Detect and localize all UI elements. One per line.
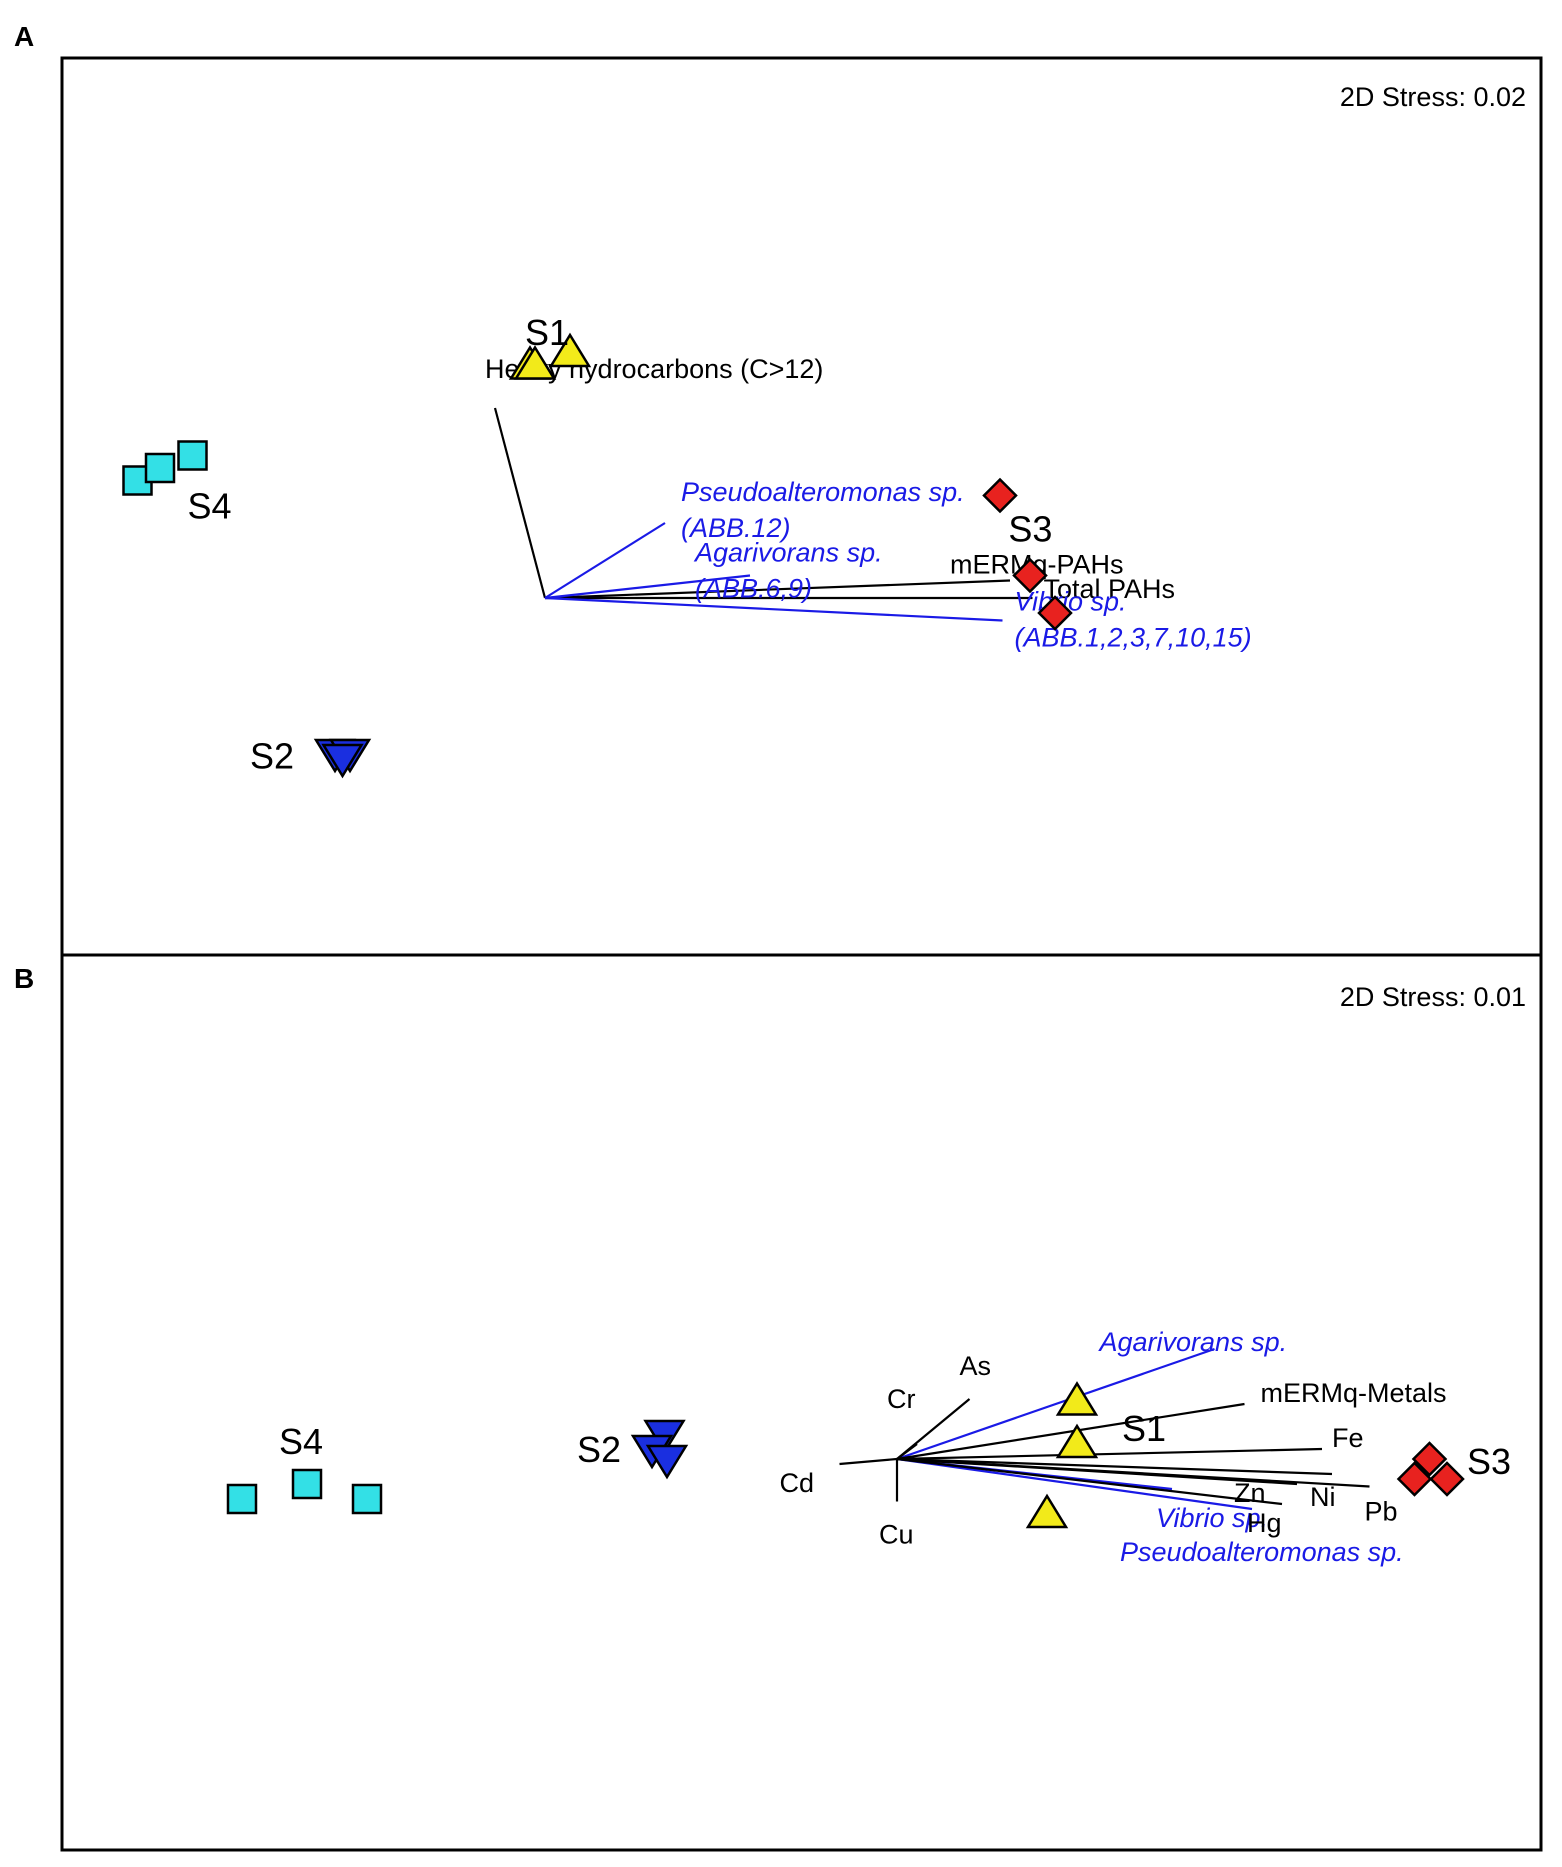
marker-triangle-up bbox=[1055, 1381, 1099, 1416]
vector-line bbox=[896, 1457, 1283, 1506]
vector-line bbox=[896, 1402, 1245, 1461]
vector-label: mERMq-Metals bbox=[1261, 1378, 1447, 1408]
vector-line bbox=[544, 522, 666, 599]
marker-triangle-up bbox=[1025, 1493, 1069, 1529]
vector-label: Pb bbox=[1365, 1497, 1398, 1527]
vector-label: Agarivorans sp. bbox=[1098, 1327, 1288, 1357]
vector-line bbox=[896, 1443, 918, 1460]
marker-diamond bbox=[1396, 1461, 1433, 1497]
vector-line bbox=[493, 407, 547, 599]
vector-label: As bbox=[960, 1351, 992, 1381]
vector-line bbox=[544, 574, 751, 600]
marker-triangle-up bbox=[548, 332, 592, 368]
vector-label-line2: (ABB.12) bbox=[681, 513, 791, 543]
vector-line bbox=[896, 1457, 1298, 1486]
marker-square bbox=[291, 1468, 323, 1500]
marker-square bbox=[144, 452, 176, 484]
marker-triangle-down bbox=[645, 1444, 689, 1480]
vector-label: Total PAHs bbox=[1044, 574, 1176, 604]
marker-triangle-up bbox=[1055, 1423, 1099, 1459]
marker-diamond bbox=[1429, 1461, 1465, 1497]
vector-label: Pseudoalteromonas sp. bbox=[681, 477, 965, 507]
marker-diamond bbox=[1012, 557, 1048, 594]
vector-line bbox=[896, 1457, 1333, 1476]
marker-square bbox=[351, 1483, 383, 1515]
vector-label-line2: (ABB.1,2,3,7,10,15) bbox=[1015, 623, 1252, 653]
vector-line bbox=[896, 1447, 1323, 1461]
vector-label: Cd bbox=[780, 1468, 815, 1498]
group-label: S1 bbox=[525, 312, 569, 353]
group-label: S3 bbox=[1467, 1441, 1511, 1482]
marker-diamond bbox=[1037, 595, 1073, 631]
vector-line bbox=[544, 579, 1011, 600]
marker-square bbox=[177, 440, 208, 471]
vector-label: Fe bbox=[1332, 1423, 1364, 1453]
panel-letter: A bbox=[14, 21, 34, 52]
group-label: S1 bbox=[1122, 1408, 1166, 1449]
vector-line bbox=[839, 1457, 898, 1466]
vector-label: Cu bbox=[879, 1520, 914, 1550]
vector-label: Zn bbox=[1234, 1478, 1266, 1508]
vector-label: Cr bbox=[887, 1384, 916, 1414]
stress-label: 2D Stress: 0.01 bbox=[1340, 982, 1526, 1012]
group-label: S2 bbox=[250, 736, 294, 777]
vector-label: Pseudoalteromonas sp. bbox=[1120, 1537, 1404, 1567]
marker-triangle-up bbox=[513, 345, 557, 380]
marker-triangle-down bbox=[321, 743, 364, 779]
marker-diamond bbox=[1411, 1441, 1448, 1477]
vector-label-line2: (ABB.6,9) bbox=[695, 574, 812, 604]
marker-square bbox=[226, 1483, 258, 1515]
vector-line bbox=[896, 1457, 1253, 1511]
group-label: S4 bbox=[279, 1421, 323, 1462]
vector-line bbox=[544, 596, 1003, 622]
panel-frame bbox=[60, 953, 1543, 1852]
vector-line bbox=[896, 1347, 1215, 1461]
group-label: S4 bbox=[188, 486, 232, 527]
group-label: S3 bbox=[1008, 508, 1052, 549]
panel-letter: B bbox=[14, 963, 34, 994]
stress-label: 2D Stress: 0.02 bbox=[1340, 82, 1526, 112]
vector-label: Ni bbox=[1310, 1482, 1336, 1512]
vector-label: Hg bbox=[1247, 1508, 1282, 1538]
vector-label: Agarivorans sp. bbox=[693, 538, 883, 568]
marker-diamond bbox=[982, 477, 1018, 514]
group-label: S2 bbox=[577, 1429, 621, 1470]
